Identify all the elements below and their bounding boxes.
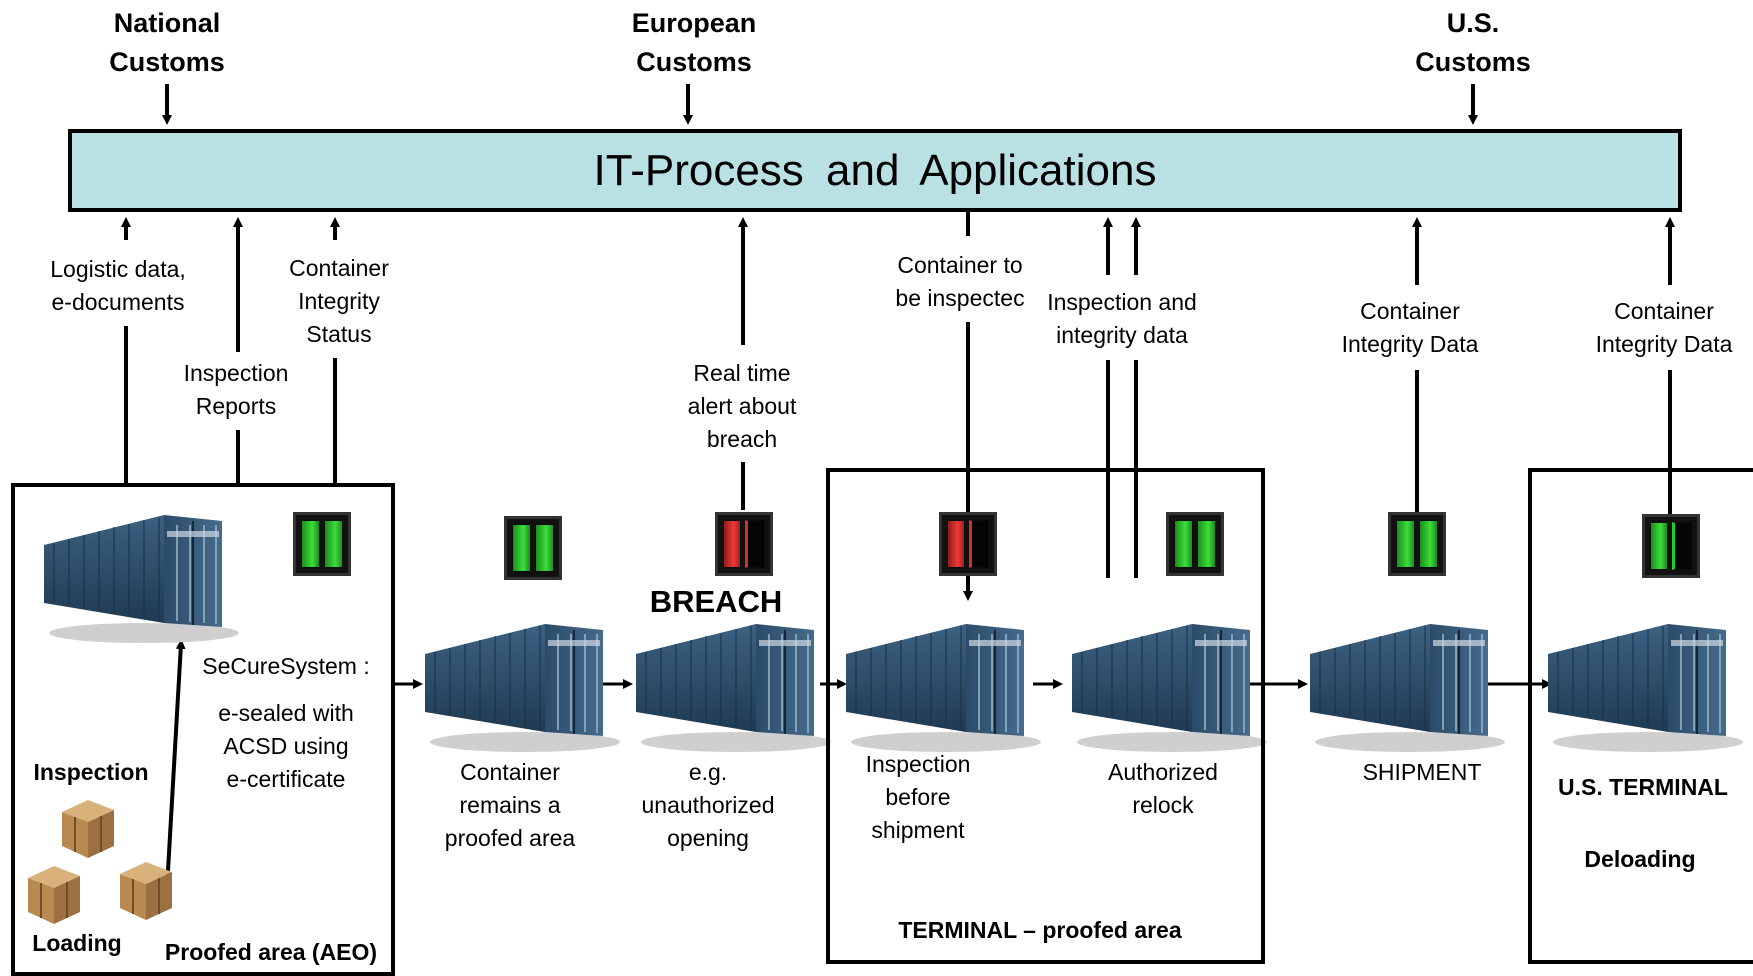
aeo-area-label: Proofed area (AEO) xyxy=(164,939,378,965)
inspection-before-caption: Inspection before shipment xyxy=(866,748,971,847)
us-terminal-box xyxy=(1528,468,1753,964)
e-seal-us-icon xyxy=(1642,514,1700,578)
logistic-line-1: Logistic data, xyxy=(50,256,186,282)
securesystem-line-2: e-sealed with xyxy=(218,700,354,726)
it-process-title: IT-Process and Applications xyxy=(593,145,1157,195)
relock-line-2: relock xyxy=(1132,792,1194,818)
national-line-2: Customs xyxy=(109,47,225,77)
remains-line-1: Container xyxy=(460,759,560,785)
us-terminal-label: U.S. TERMINAL xyxy=(1558,774,1728,800)
realtime-alert-line-2: alert about xyxy=(687,393,797,419)
us-line-1: U.S. xyxy=(1446,8,1500,38)
terminal-proofed-area-box xyxy=(826,468,1265,964)
inspection-reports-label: Inspection Reports xyxy=(184,357,289,423)
terminal-label: TERMINAL – proofed area xyxy=(898,917,1182,943)
e-seal-breach-icon xyxy=(715,512,773,576)
it-process-bar: IT-Process and Applications xyxy=(68,129,1682,212)
integrity-status-line-3: Status xyxy=(306,321,372,347)
logistic-line-2: e-documents xyxy=(51,289,185,315)
e-seal-aeo-icon xyxy=(293,512,351,576)
integrity-status-line-1: Container xyxy=(289,255,389,281)
inspection-integrity-line-2: integrity data xyxy=(1056,322,1188,348)
loading-stage-label: Loading xyxy=(32,930,122,956)
integrity-data-2-line-2: Integrity Data xyxy=(1595,331,1733,357)
logistic-data-label: Logistic data, e-documents xyxy=(50,253,186,319)
european-customs-label: European Customs xyxy=(632,4,757,82)
inspection-reports-line-2: Reports xyxy=(195,393,277,419)
to-be-inspected-label: Container to be inspectec xyxy=(893,249,1027,315)
integrity-status-line-2: Integrity xyxy=(298,288,380,314)
inspection-integrity-label: Inspection and integrity data xyxy=(1047,286,1197,352)
breach-line-1: e.g. xyxy=(688,759,728,785)
realtime-alert-line-3: breach xyxy=(706,426,778,452)
shipment-caption: SHIPMENT xyxy=(1362,759,1482,785)
securesystem-line-3: ACSD using xyxy=(223,733,349,759)
securesystem-line-1: SeCureSystem : xyxy=(202,653,370,679)
e-seal-remains-icon xyxy=(504,516,562,580)
remains-line-3: proofed area xyxy=(444,825,576,851)
remains-line-2: remains a xyxy=(459,792,561,818)
breach-line-2: unauthorized xyxy=(641,792,775,818)
securesystem-label: SeCureSystem : e-sealed with ACSD using … xyxy=(202,650,369,796)
breach-line-3: opening xyxy=(667,825,749,851)
integrity-data-1-line-1: Container xyxy=(1360,298,1460,324)
european-line-1: European xyxy=(631,8,757,38)
inspection-before-line-1: Inspection xyxy=(865,751,971,777)
securesystem-line-4: e-certificate xyxy=(226,766,346,792)
e-seal-relock-icon xyxy=(1166,512,1224,576)
inspection-before-line-2: before xyxy=(885,784,951,810)
remains-caption: Container remains a proofed area xyxy=(445,756,575,855)
inspection-before-line-3: shipment xyxy=(871,817,965,843)
inspection-reports-line-1: Inspection xyxy=(183,360,289,386)
container-breach xyxy=(635,623,832,753)
inspection-integrity-line-1: Inspection and xyxy=(1047,289,1197,315)
to-be-inspected-line-1: Container to xyxy=(897,252,1023,278)
national-customs-label: National Customs xyxy=(109,4,225,82)
integrity-status-label: Container Integrity Status xyxy=(289,252,389,351)
e-seal-inspection-icon xyxy=(939,512,997,576)
breach-caption: e.g. unauthorized opening xyxy=(642,756,775,855)
realtime-alert-line-1: Real time xyxy=(693,360,791,386)
integrity-data-2-line-1: Container xyxy=(1614,298,1714,324)
realtime-alert-label: Real time alert about breach xyxy=(688,357,797,456)
european-line-2: Customs xyxy=(636,47,752,77)
us-customs-label: U.S. Customs xyxy=(1415,4,1531,82)
aeo-proofed-area-box xyxy=(11,483,395,976)
integrity-data-1-label: Container Integrity Data xyxy=(1342,295,1479,361)
container-shipment xyxy=(1309,623,1506,753)
national-line-1: National xyxy=(113,8,221,38)
relock-line-1: Authorized xyxy=(1108,759,1218,785)
e-seal-shipment-icon xyxy=(1388,512,1446,576)
breach-heading: BREACH xyxy=(649,584,783,619)
relock-caption: Authorized relock xyxy=(1108,756,1218,822)
container-remains xyxy=(424,623,621,753)
deloading-label: Deloading xyxy=(1584,846,1696,872)
integrity-data-2-label: Container Integrity Data xyxy=(1596,295,1733,361)
loading-arrow xyxy=(165,639,186,889)
us-line-2: Customs xyxy=(1415,47,1531,77)
integrity-data-1-line-2: Integrity Data xyxy=(1341,331,1479,357)
to-be-inspected-line-2: be inspectec xyxy=(895,285,1025,311)
inspection-stage-label: Inspection xyxy=(33,759,149,785)
